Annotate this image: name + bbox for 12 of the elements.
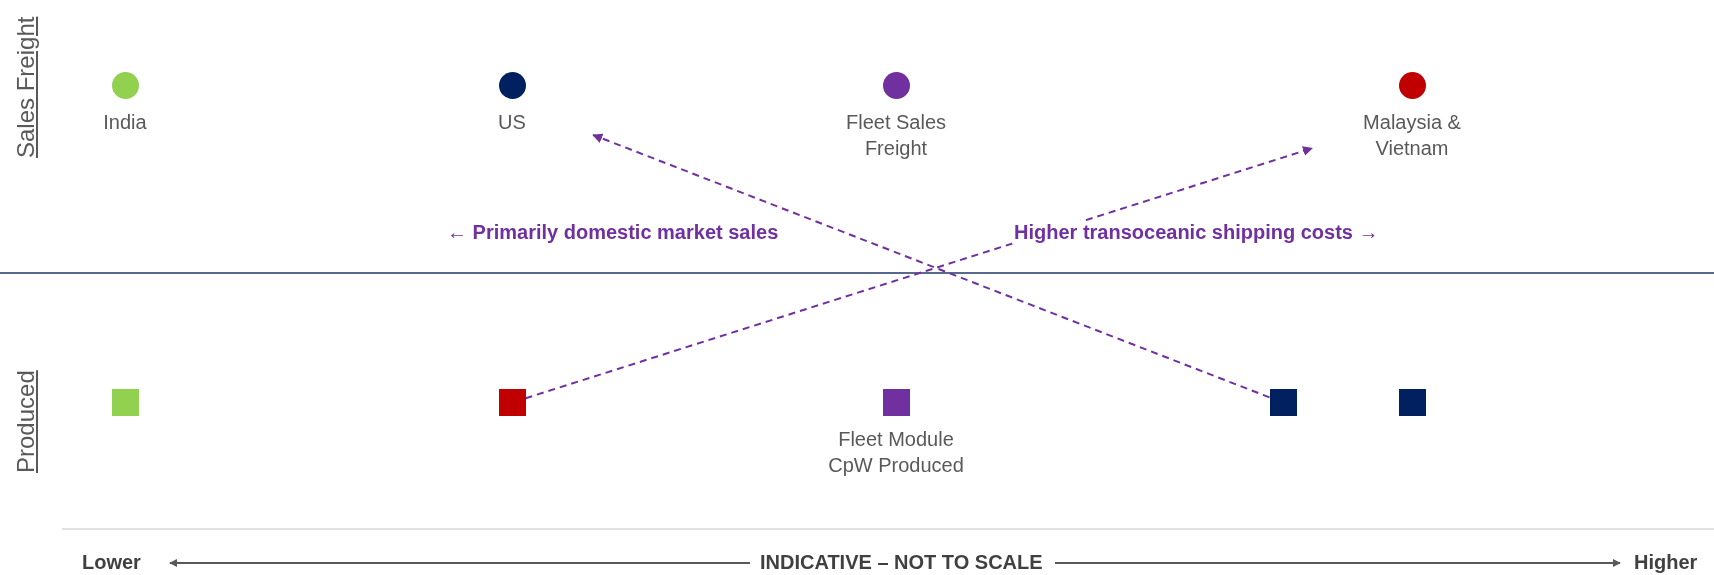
square-marker bbox=[1398, 389, 1426, 416]
scale-end-label: Higher bbox=[1632, 551, 1700, 574]
dashed-arrow bbox=[524, 146, 1313, 400]
square-marker bbox=[111, 389, 139, 416]
point-label: India bbox=[103, 110, 147, 135]
point-label: Malaysia & Vietnam bbox=[1362, 110, 1462, 161]
dashed-arrow bbox=[592, 133, 1271, 399]
square-marker bbox=[498, 389, 526, 416]
square-marker bbox=[1269, 389, 1297, 416]
point-label: US bbox=[498, 110, 526, 135]
point-label: Fleet Module CpW Produced bbox=[827, 427, 965, 478]
point-label: Fleet Sales Freight bbox=[844, 110, 948, 161]
